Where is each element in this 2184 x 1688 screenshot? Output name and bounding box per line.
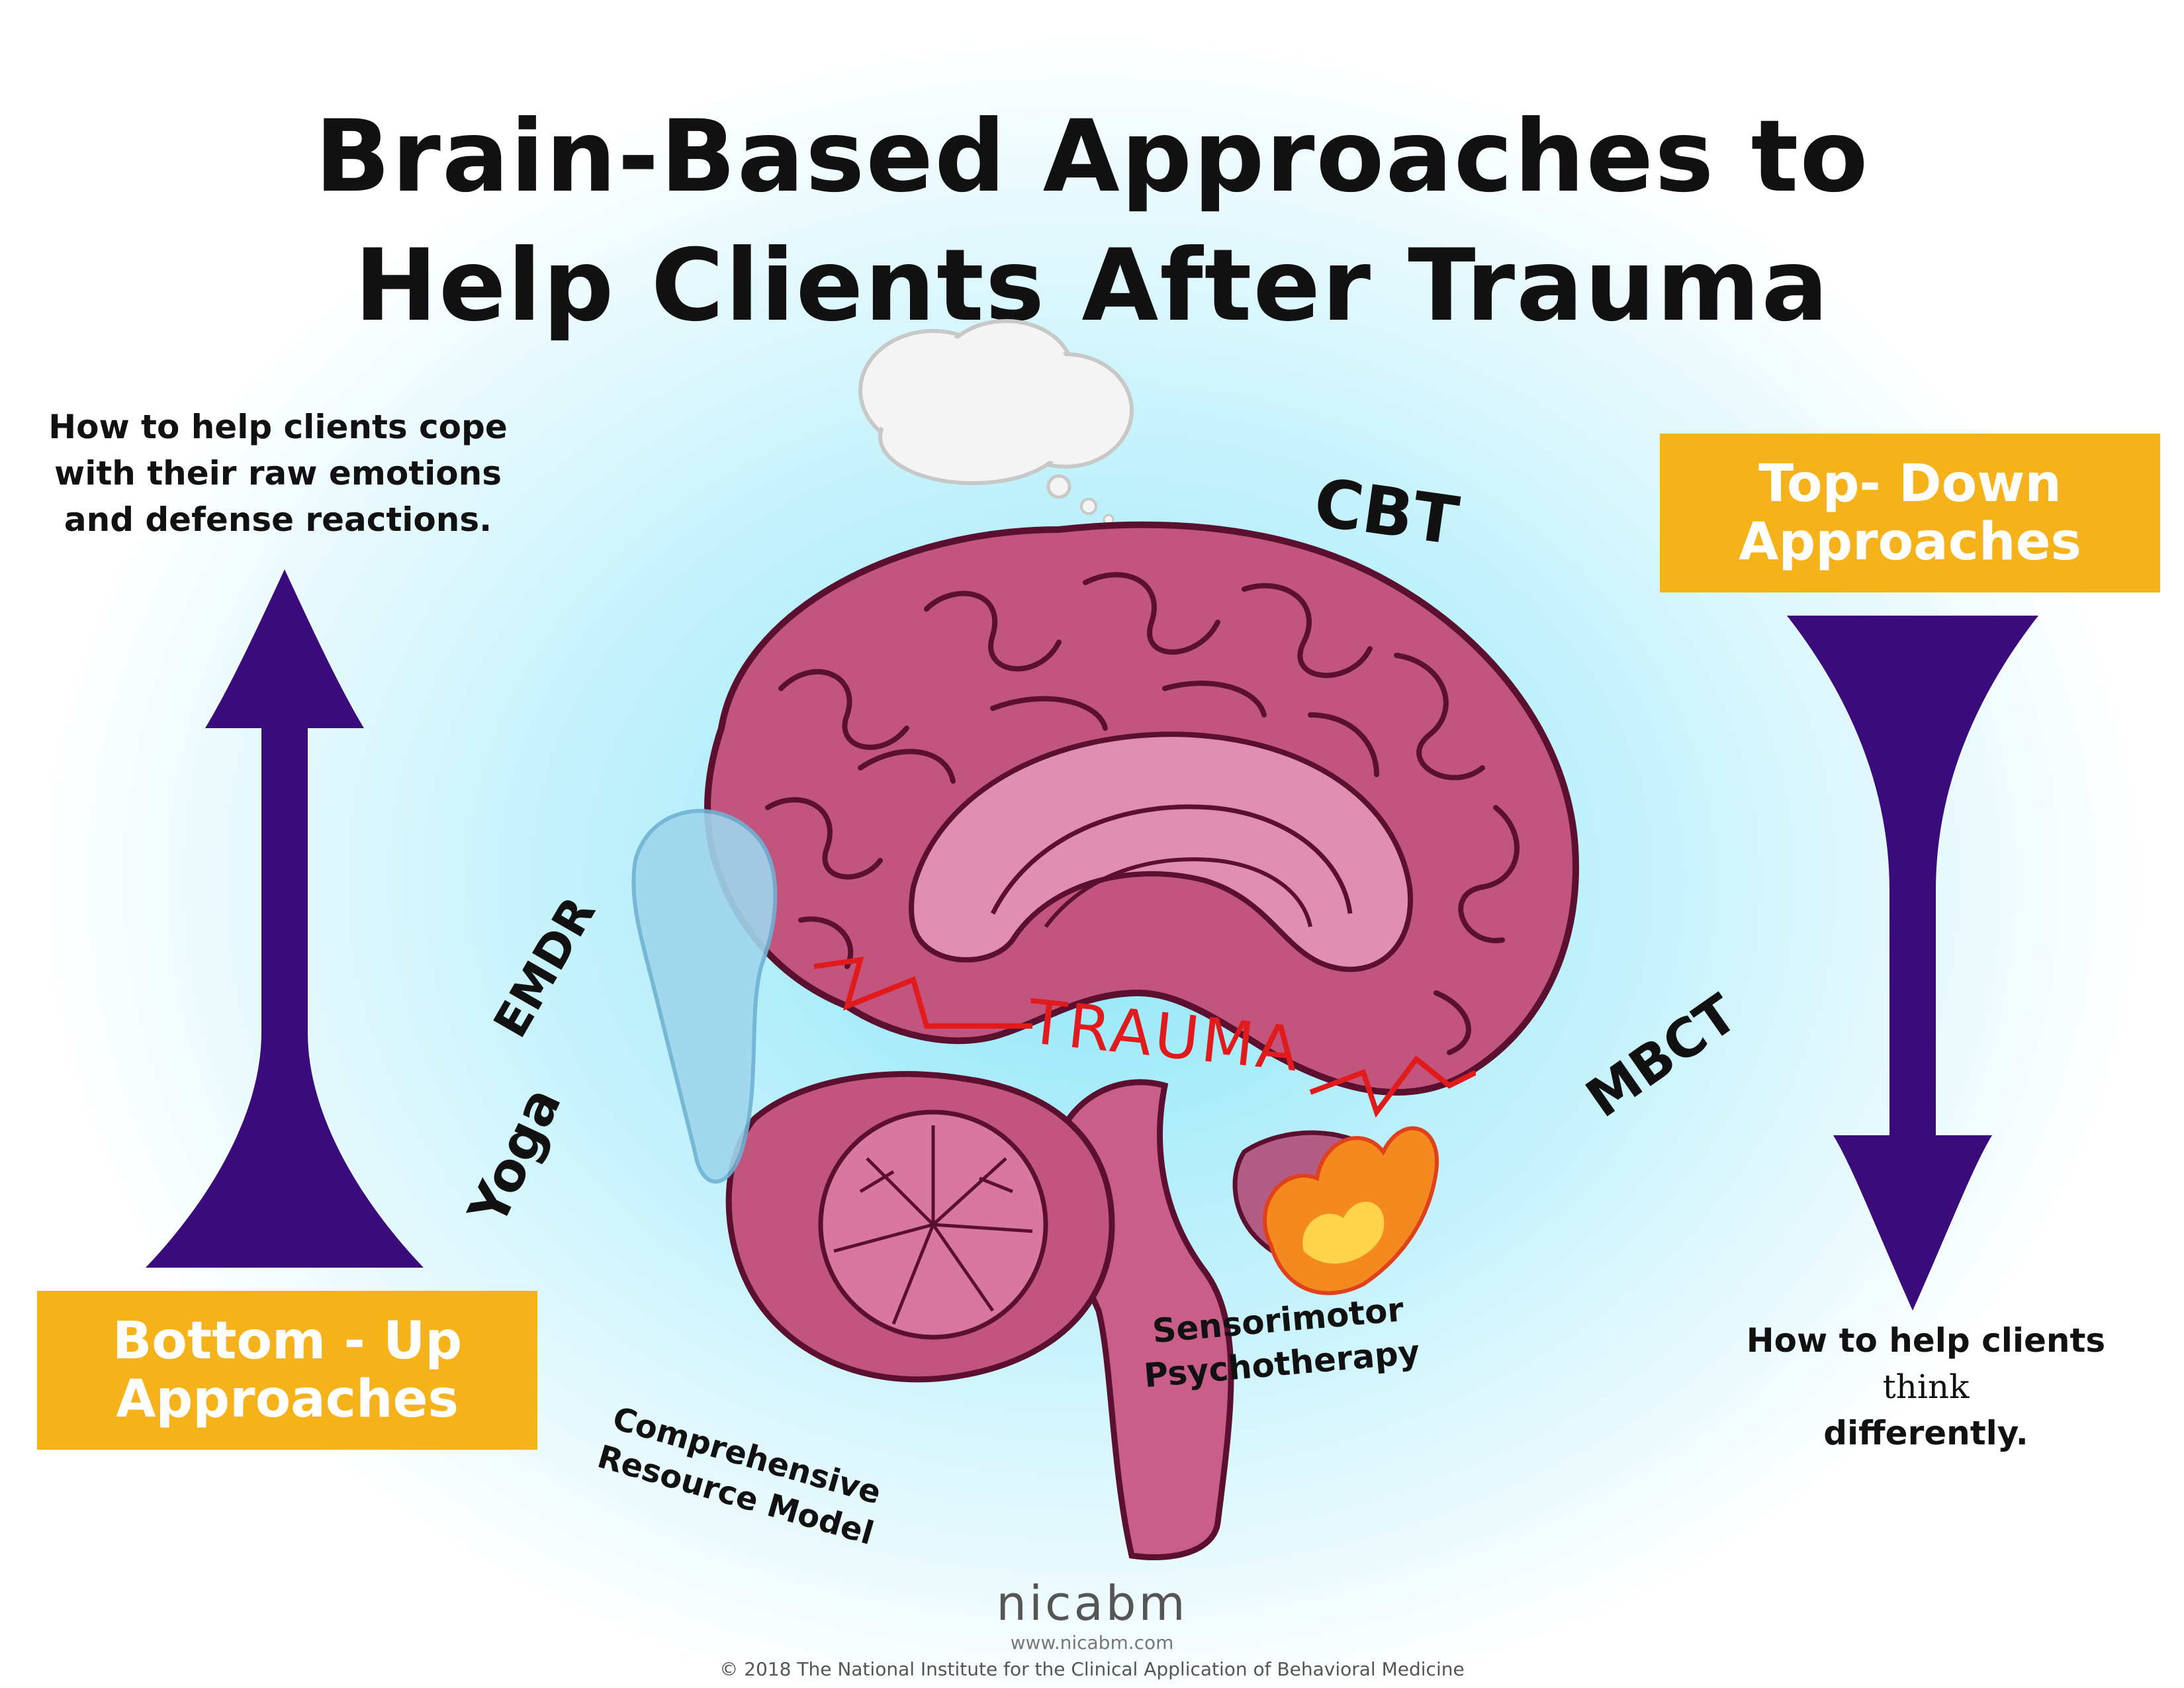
bottom-up-desc-line-2: with their raw emotions [54,454,502,492]
title-line-2: Help Clients After Trauma [354,228,1830,344]
title-line-1: Brain-Based Approaches to [314,99,1870,214]
copyright: © 2018 The National Institute for the Cl… [719,1658,1465,1680]
brand-logo: nicabm [996,1575,1188,1631]
top-down-box-line-1: Top- Down [1758,454,2062,514]
brand-url: www.nicabm.com [1010,1632,1174,1654]
bottom-up-box-line-2: Approaches [116,1370,459,1429]
top-down-box: Top- Down Approaches [1660,434,2160,592]
bottom-up-desc-line-1: How to help clients cope [48,408,508,446]
bottom-up-box: Bottom - Up Approaches [37,1291,537,1450]
down-arrow [1787,616,2038,1311]
trauma-zigzag [814,957,1476,1118]
thought-cloud-illustration [858,319,1134,526]
brain-illustration [631,521,1579,1560]
bottom-up-description: How to help clients cope with their raw … [26,404,529,543]
top-down-desc-line-1: How to help clients [1746,1321,2106,1360]
bottom-up-box-line-1: Bottom - Up [112,1311,463,1371]
top-down-desc-line-2: think [1882,1368,1970,1406]
top-down-desc-line-3: differently. [1823,1414,2028,1452]
top-down-description: How to help clients think differently. [1694,1317,2158,1456]
top-down-box-line-2: Approaches [1739,512,2081,572]
water-illustration [631,809,778,1184]
up-arrow [146,569,424,1268]
bottom-up-desc-line-3: and defense reactions. [64,500,492,539]
